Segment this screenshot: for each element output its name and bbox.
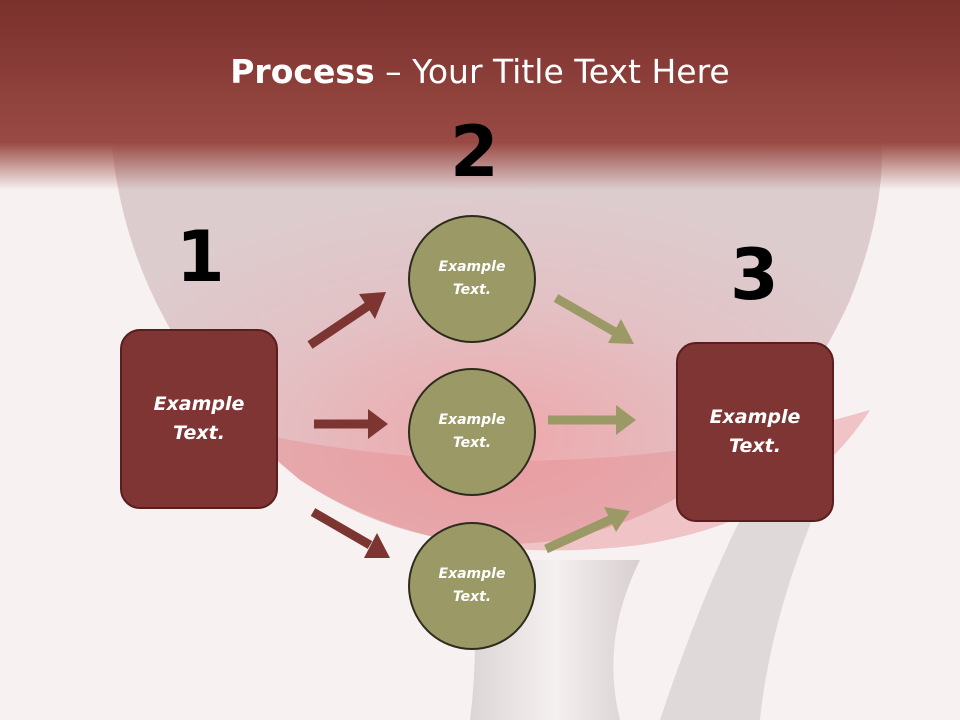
step-2-circle-bottom: Example Text. (408, 522, 536, 650)
title-bold: Process (230, 52, 375, 91)
step-3-text: Example Text. (709, 406, 801, 457)
step-2-circle-middle: Example Text. (408, 368, 536, 496)
step-2-top-text: Example Text. (438, 259, 506, 298)
step-2-middle-text: Example Text. (438, 412, 506, 451)
arrow-left-middle (314, 409, 388, 439)
step-2-circle-top: Example Text. (408, 215, 536, 343)
step-number-3: 3 (730, 234, 779, 316)
step-1-box: Example Text. (120, 329, 278, 509)
arrow-right-down (553, 294, 634, 344)
arrow-right-up (544, 507, 630, 554)
step-number-2: 2 (450, 111, 499, 193)
step-1-text: Example Text. (153, 393, 245, 444)
step-3-box: Example Text. (676, 342, 834, 522)
arrow-left-up (307, 292, 386, 349)
arrow-left-down (310, 508, 390, 558)
step-2-bottom-text: Example Text. (438, 566, 506, 605)
arrow-right-middle (548, 405, 636, 435)
step-number-1: 1 (176, 216, 225, 298)
slide-title: Process – Your Title Text Here (0, 52, 960, 91)
title-rest: – Your Title Text Here (374, 52, 730, 91)
